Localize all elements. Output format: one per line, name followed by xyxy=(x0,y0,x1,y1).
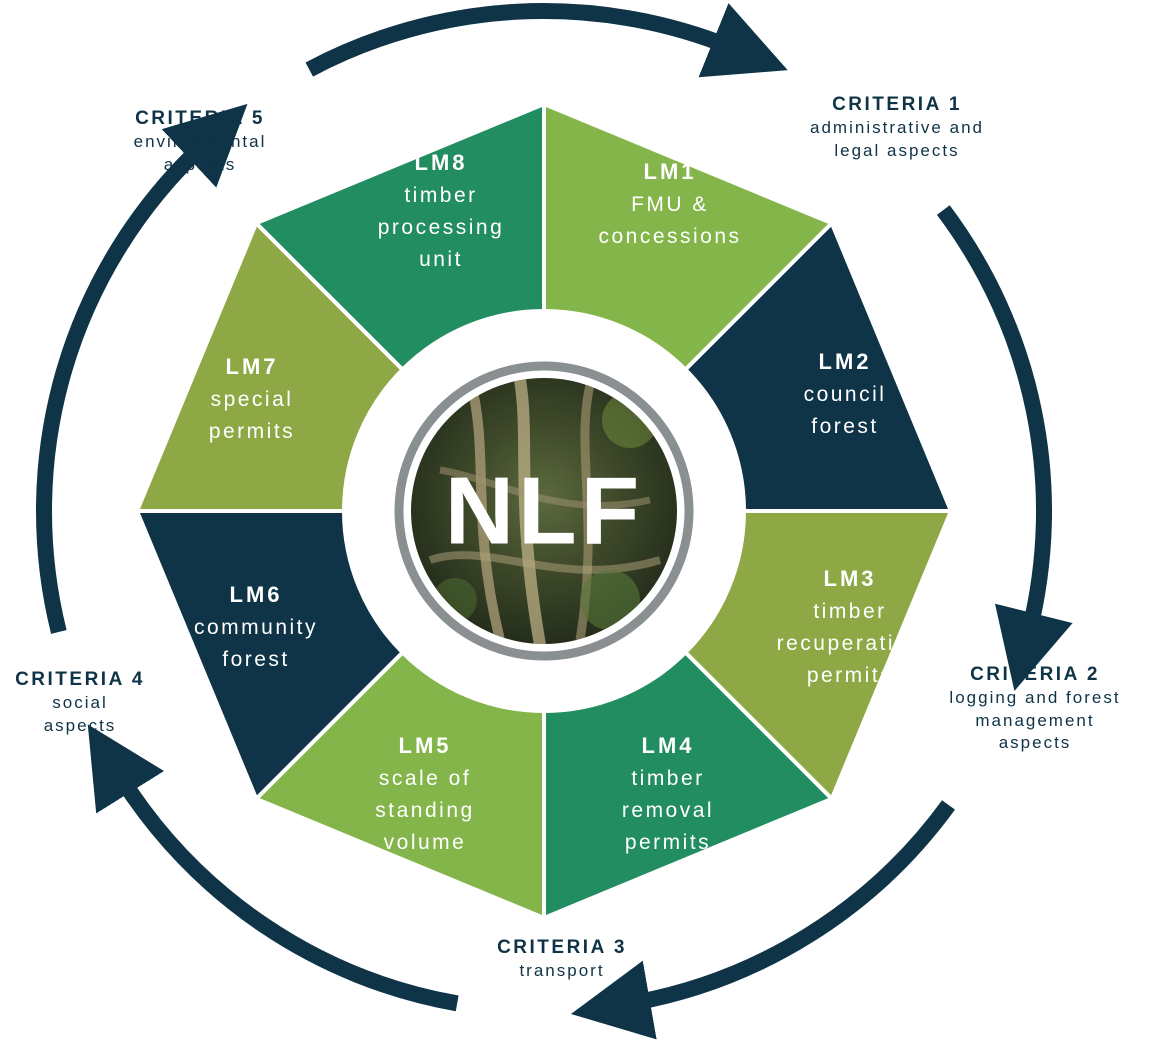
arrow-criteria2-to-criteria3 xyxy=(570,800,955,1040)
segment-title-lm4: LM4 xyxy=(642,733,695,758)
segment-line-lm3-2: recuperation xyxy=(777,632,924,655)
criteria-2-title: CRITERIA 2 xyxy=(970,664,1100,685)
segment-title-lm8: LM8 xyxy=(415,150,468,175)
criteria-2-description-line: aspects xyxy=(998,732,1072,752)
criteria-2-description-line: logging and forest xyxy=(949,688,1121,708)
segment-line-lm2-1: council xyxy=(804,383,887,406)
segment-line-lm4-1: timber xyxy=(631,767,704,790)
segment-title-lm5: LM5 xyxy=(399,733,452,758)
segment-line-lm5-3: volume xyxy=(384,831,467,854)
criteria-3-label: CRITERIA 3 transport xyxy=(452,935,672,983)
criteria-3-title: CRITERIA 3 xyxy=(497,937,627,958)
segment-line-lm7-2: permits xyxy=(209,420,295,443)
segment-line-lm5-2: standing xyxy=(375,799,474,822)
segment-line-lm1-2: concessions xyxy=(598,225,741,248)
forest-photo xyxy=(411,378,677,644)
criteria-3-description: transport xyxy=(452,960,672,982)
segment-line-lm6-2: forest xyxy=(222,648,290,671)
segment-line-lm6-1: community xyxy=(194,616,318,639)
segment-title-lm7: LM7 xyxy=(226,354,279,379)
center-label: NLF xyxy=(445,458,644,565)
segment-line-lm7-1: special xyxy=(211,388,294,411)
segment-title-lm1: LM1 xyxy=(644,159,697,184)
criteria-4-description-line: aspects xyxy=(43,715,117,735)
segment-line-lm4-3: permits xyxy=(625,831,711,854)
segment-line-lm4-2: removal xyxy=(622,799,714,822)
segment-line-lm5-1: scale of xyxy=(379,767,471,790)
criteria-5-title: CRITERIA 5 xyxy=(135,108,265,129)
criteria-1-description-line: administrative and xyxy=(810,118,984,138)
segment-line-lm8-1: timber xyxy=(404,184,477,207)
criteria-4-title: CRITERIA 4 xyxy=(15,669,145,690)
criteria-4-description-line: social xyxy=(52,693,108,713)
criteria-3-description-line: transport xyxy=(519,961,605,981)
criteria-5-description-line: aspects xyxy=(163,154,237,174)
segment-line-lm1-1: FMU & xyxy=(631,193,709,216)
segment-title-lm2: LM2 xyxy=(819,349,872,374)
segment-line-lm8-3: unit xyxy=(419,248,463,271)
segment-title-lm6: LM6 xyxy=(230,582,283,607)
center-gray-ring xyxy=(394,361,694,661)
criteria-5-description-line: environmental xyxy=(133,132,267,152)
criteria-2-description-line: management xyxy=(975,710,1095,730)
arrow-criteria4-to-criteria5 xyxy=(36,103,248,634)
segment-title-lm3: LM3 xyxy=(824,566,877,591)
segment-line-lm2-2: forest xyxy=(811,415,879,438)
segment-line-lm3-3: permits xyxy=(807,664,893,687)
arrow-criteria3-to-criteria4 xyxy=(87,724,459,1012)
segment-line-lm8-2: processing xyxy=(378,216,505,239)
arrow-criteria5-to-criteria1 xyxy=(305,3,788,78)
criteria-1-description-line: legal aspects xyxy=(834,140,960,160)
arrow-criteria1-to-criteria2 xyxy=(936,205,1073,691)
criteria-1-title: CRITERIA 1 xyxy=(832,94,962,115)
segment-line-lm3-1: timber xyxy=(813,600,886,623)
